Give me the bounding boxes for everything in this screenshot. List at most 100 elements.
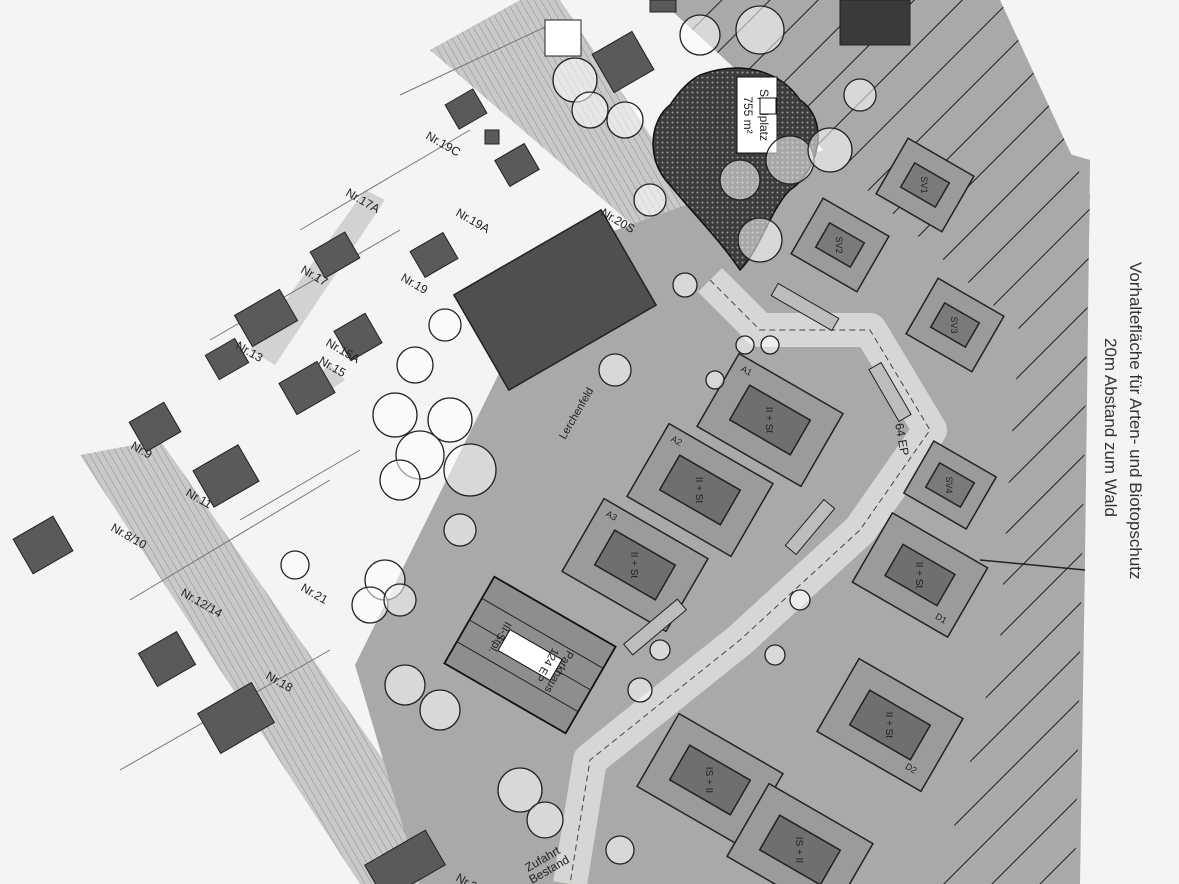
tree-canopy-icon (351, 586, 389, 624)
tree-canopy-icon (789, 589, 811, 611)
tree-canopy-icon (497, 767, 543, 813)
existing-building (137, 630, 197, 688)
existing-building (233, 288, 299, 348)
existing-building (591, 30, 655, 94)
existing-building (649, 0, 677, 13)
building-id-label: D1 (934, 611, 949, 625)
tree-canopy-icon (735, 335, 755, 355)
tree-canopy-icon (419, 689, 461, 731)
tree-canopy-icon (605, 835, 635, 865)
townhouse-label: SV4 (944, 476, 954, 493)
tree-canopy-icon (672, 272, 698, 298)
tree-canopy-icon (396, 346, 434, 384)
tree-canopy-icon (679, 14, 721, 56)
tree-canopy-icon (606, 101, 644, 139)
building-id-label: D2 (904, 761, 919, 775)
townhouse-label: SV3 (949, 316, 959, 333)
tree-canopy-icon (760, 335, 780, 355)
townhouse: SV3 (905, 277, 1005, 373)
reserve-area (660, 0, 1090, 884)
playground-icon (759, 97, 777, 115)
tree-canopy-icon (735, 5, 785, 55)
parking-stall-icon (770, 282, 840, 332)
new-building: II + St A2 (626, 422, 774, 558)
building-id-label: A3 (604, 509, 619, 523)
existing-building (12, 515, 74, 575)
reserve-label-line2: 20m Abstand zum Wald (1101, 338, 1120, 517)
tree-canopy-icon (526, 801, 564, 839)
tree-canopy-icon (765, 135, 815, 185)
existing-building (128, 401, 182, 453)
parking-stall-icon (622, 598, 688, 656)
parking-house: Parkhaus 124 EP III-Stpl. (443, 575, 617, 735)
existing-building (544, 19, 582, 57)
building-type-label: II + St (628, 552, 639, 579)
existing-building (364, 829, 446, 884)
townhouse-label: SV2 (834, 236, 844, 253)
existing-building (309, 231, 361, 279)
tree-canopy-icon (379, 459, 421, 501)
existing-building (196, 681, 276, 755)
existing-building (409, 231, 459, 279)
townhouse: SV4 (902, 439, 998, 531)
tree-canopy-icon (372, 392, 418, 438)
tree-canopy-icon (384, 664, 426, 706)
parking-stall-icon (868, 361, 912, 423)
tree-canopy-icon (737, 217, 783, 263)
parking-lot-capacity: 64 EP (892, 422, 911, 457)
existing-building (484, 129, 500, 145)
playground-area-value: 755 m² (741, 96, 755, 133)
tree-canopy-icon (443, 513, 477, 547)
tree-canopy-icon (627, 677, 653, 703)
tree-canopy-icon (764, 644, 786, 666)
new-building: II + St A3 (561, 497, 709, 633)
tree-canopy-icon (443, 443, 497, 497)
townhouse: SV1 (875, 137, 975, 233)
building-id-label: A1 (739, 364, 754, 378)
existing-street-upper (430, 0, 700, 240)
building-type-label: II + St (883, 712, 894, 739)
parking-stall-icon (784, 498, 836, 556)
building-type-label: II + St (763, 407, 774, 434)
tree-canopy-icon (598, 353, 632, 387)
trees (280, 5, 877, 865)
existing-building (839, 0, 911, 46)
existing-buildings (12, 0, 911, 884)
parking-stalls (622, 282, 912, 656)
tree-canopy-icon (807, 127, 853, 173)
existing-building (494, 142, 540, 188)
tree-canopy-icon (843, 78, 877, 112)
existing-building (204, 337, 250, 381)
building-type-label: IS + II (793, 837, 804, 863)
tree-canopy-icon (280, 550, 310, 580)
existing-building (192, 444, 260, 508)
existing-hall (452, 208, 658, 392)
playground-label: Spielplatz 755 m² (736, 76, 778, 154)
internal-road-edge (569, 279, 931, 884)
tree-canopy-icon (719, 159, 761, 201)
building-type-label: IS + II (703, 767, 714, 793)
playground-title: Spielplatz (757, 89, 771, 141)
reserve-label-line1: Vorhaltefläche für Arten- und Biotopschu… (1126, 262, 1145, 580)
tree-canopy-icon (633, 183, 667, 217)
tree-canopy-icon (705, 370, 725, 390)
townhouse-label: SV1 (919, 176, 929, 193)
tree-canopy-icon (649, 639, 671, 661)
tree-canopy-icon (383, 583, 417, 617)
tree-canopy-icon (428, 308, 462, 342)
tree-canopy-icon (571, 91, 609, 129)
new-building: IS + II (726, 782, 874, 884)
new-building: II + St D2 (816, 657, 964, 793)
townhouse: SV2 (790, 197, 890, 293)
building-type-label: II + St (913, 562, 924, 589)
existing-building (444, 88, 488, 130)
building-id-label: A2 (669, 434, 684, 448)
new-building: II + St A1 (696, 352, 844, 488)
building-type-label: II + St (693, 477, 704, 504)
existing-street-main (80, 440, 470, 884)
existing-building (333, 312, 383, 362)
existing-building (278, 360, 336, 416)
tree-canopy-icon (427, 397, 473, 443)
new-building: IS + II (636, 712, 784, 848)
